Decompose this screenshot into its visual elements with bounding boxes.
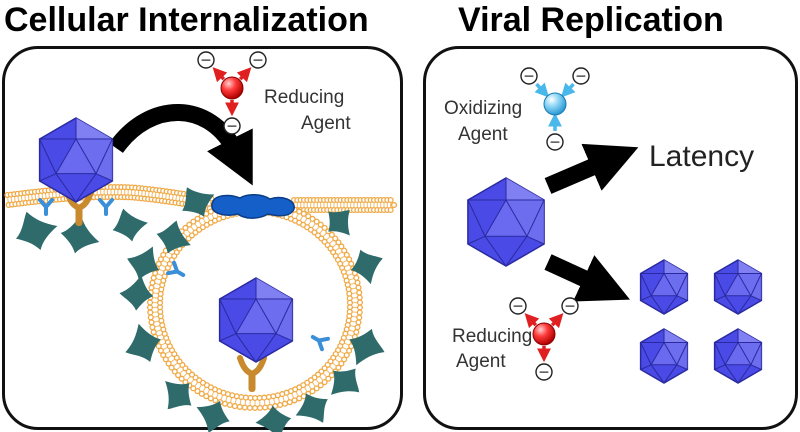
reducing-agent-right-icon: − − − <box>509 297 579 381</box>
svg-text:−: − <box>252 53 264 69</box>
title-viral-replication: Viral Replication <box>458 1 724 39</box>
latency-label: Latency <box>649 140 755 173</box>
charge-icon <box>197 51 215 69</box>
virus-endosome <box>218 277 294 363</box>
actin-filaments <box>15 187 385 432</box>
svg-text:−: − <box>575 69 587 85</box>
charge-icon <box>546 133 564 151</box>
arrow-to-replication <box>544 254 630 302</box>
receptor-small-4 <box>310 335 330 352</box>
virus-progeny-2 <box>713 259 763 315</box>
charge-icon <box>520 67 538 85</box>
reducing-agent-right-label-line2: Agent <box>456 351 506 372</box>
receptor-small-3 <box>166 260 186 277</box>
svg-text:−: − <box>512 299 524 315</box>
svg-text:−: − <box>564 299 576 315</box>
virus-progeny-4 <box>713 328 763 384</box>
oxidizing-agent-icon: − − − <box>520 67 590 151</box>
receptor-large-surface <box>64 189 94 226</box>
charge-icon <box>223 117 241 135</box>
membrane-fusion-protein <box>211 194 295 219</box>
reducing-agent-right-label-line1: Reducing <box>452 326 533 347</box>
receptor-small-2 <box>98 198 114 216</box>
title-cellular-internalization: Cellular Internalization <box>4 1 369 39</box>
charge-icon <box>535 363 553 381</box>
svg-text:−: − <box>200 53 212 69</box>
virus-surface <box>38 117 114 203</box>
charge-icon <box>572 67 590 85</box>
svg-text:−: − <box>226 119 238 135</box>
reducing-agent-label-line2: Agent <box>301 113 351 134</box>
charge-icon <box>561 297 579 315</box>
internalization-arrow <box>109 104 253 186</box>
virus-progeny-3 <box>639 328 689 384</box>
reducing-agent-label-line1: Reducing <box>264 87 345 108</box>
svg-text:−: − <box>538 365 550 381</box>
virus-progeny-1 <box>639 259 689 315</box>
charge-icon <box>509 297 527 315</box>
svg-text:−: − <box>549 135 561 151</box>
receptor-large-endosome <box>237 355 267 392</box>
oxidizing-agent-label-line1: Oxidizing <box>444 98 523 119</box>
receptor-small-1 <box>38 198 54 216</box>
virus-central <box>467 177 545 267</box>
svg-text:−: − <box>523 69 535 85</box>
oxidizing-agent-label-line2: Agent <box>458 124 508 145</box>
charge-icon <box>249 51 267 69</box>
reducing-agent-left-icon: − − − <box>197 51 267 135</box>
arrow-to-latency <box>544 143 639 194</box>
